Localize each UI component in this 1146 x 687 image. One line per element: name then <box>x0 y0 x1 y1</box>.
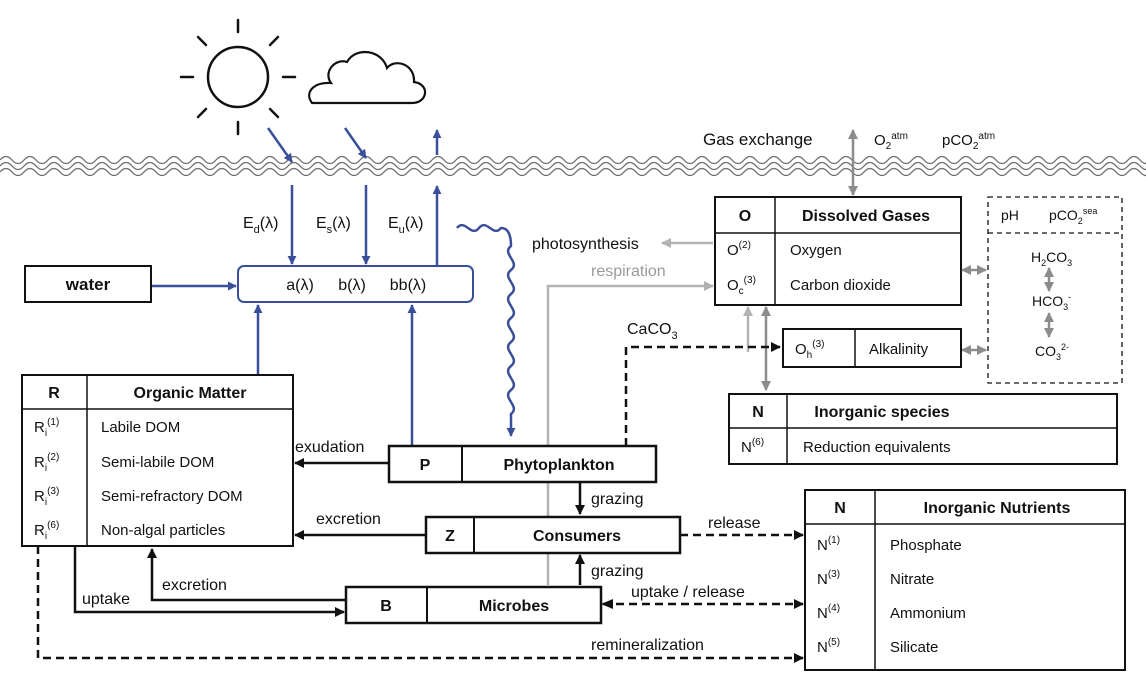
svg-text:Ri(2): Ri(2) <box>34 452 59 474</box>
uptake-label: uptake <box>82 591 130 608</box>
backscattering-label: bb(λ) <box>390 277 426 294</box>
scattering-label: b(λ) <box>338 277 366 294</box>
svg-text:H2CO3: H2CO3 <box>1031 249 1072 268</box>
respiration-arrow <box>546 281 714 585</box>
respiration-label: respiration <box>591 263 666 280</box>
svg-text:N: N <box>834 500 846 517</box>
svg-text:Phytoplankton: Phytoplankton <box>503 457 614 474</box>
phytoplankton-box: P Phytoplankton <box>387 444 658 484</box>
svg-text:Oc(3): Oc(3) <box>727 275 756 297</box>
svg-text:Ri(6): Ri(6) <box>34 520 59 542</box>
grazing-microbes-label: grazing <box>591 563 643 580</box>
organic-matter-table: R Organic Matter Ri(1) Labile DOM Ri(2) … <box>21 374 294 547</box>
excretion-microbes-arrow <box>147 548 346 602</box>
svg-text:Inorganic species: Inorganic species <box>814 404 949 421</box>
svg-text:Alkalinity: Alkalinity <box>869 341 929 358</box>
sea-surface-waves <box>0 155 1146 177</box>
carbonate-system-box: pH pCO2sea H2CO3 HCO3- CO32- <box>987 196 1123 384</box>
pco2-atm-label: pCO2atm <box>942 131 995 152</box>
svg-text:Oh(3): Oh(3) <box>795 339 824 361</box>
svg-text:Nitrate: Nitrate <box>890 571 934 588</box>
svg-text:O: O <box>739 208 751 225</box>
microbes-box: B Microbes <box>344 585 603 625</box>
light-labels: Ed(λ) Es(λ) Eu(λ) <box>243 215 423 236</box>
sun-icon <box>179 18 297 136</box>
svg-text:Es(λ): Es(λ) <box>316 215 351 236</box>
svg-text:Microbes: Microbes <box>479 598 549 615</box>
svg-text:Reduction equivalents: Reduction equivalents <box>803 439 951 456</box>
svg-text:Ammonium: Ammonium <box>890 605 966 622</box>
svg-text:HCO3-: HCO3- <box>1032 292 1071 312</box>
svg-text:Non-algal particles: Non-algal particles <box>101 522 225 539</box>
svg-text:O(2): O(2) <box>727 240 751 259</box>
dissolved-gases-table: O Dissolved Gases O(2) Oxygen Oc(3) Carb… <box>714 196 962 306</box>
gas-flux-arrows <box>743 265 987 391</box>
svg-text:pH: pH <box>1001 207 1019 223</box>
inorganic-species-table: N Inorganic species N(6) Reduction equiv… <box>728 393 1118 465</box>
svg-text:Phosphate: Phosphate <box>890 537 962 554</box>
release-label: release <box>708 515 761 532</box>
excretion-microbes-label: excretion <box>162 577 227 594</box>
svg-text:CO32-: CO32- <box>1035 342 1069 362</box>
svg-text:Z: Z <box>445 528 455 545</box>
inorganic-nutrients-table: N Inorganic Nutrients N(1) Phosphate N(3… <box>804 489 1126 671</box>
svg-text:Oxygen: Oxygen <box>790 242 842 259</box>
svg-text:Ri(3): Ri(3) <box>34 486 59 508</box>
water-box <box>24 265 152 303</box>
photosynthesis-label: photosynthesis <box>532 236 639 253</box>
svg-text:Carbon dioxide: Carbon dioxide <box>790 277 891 294</box>
svg-text:N(3): N(3) <box>817 569 840 588</box>
svg-text:B: B <box>380 598 392 615</box>
svg-text:pCO2sea: pCO2sea <box>1049 206 1097 226</box>
consumers-box: Z Consumers <box>424 515 682 555</box>
caco3-flux-arrow <box>624 342 781 446</box>
absorption-label: a(λ) <box>286 277 314 294</box>
light-penetration-wave <box>456 223 516 437</box>
svg-text:N(5): N(5) <box>817 637 840 656</box>
svg-text:Ri(1): Ri(1) <box>34 417 59 439</box>
water-label: water <box>65 275 111 294</box>
svg-text:Organic Matter: Organic Matter <box>134 385 247 402</box>
light-arrows <box>152 127 516 446</box>
svg-text:Dissolved Gases: Dissolved Gases <box>802 208 930 225</box>
svg-text:Ed(λ): Ed(λ) <box>243 215 278 236</box>
svg-text:Labile DOM: Labile DOM <box>101 419 180 436</box>
svg-text:Inorganic Nutrients: Inorganic Nutrients <box>924 500 1071 517</box>
svg-text:R: R <box>48 385 60 402</box>
svg-text:Semi-labile DOM: Semi-labile DOM <box>101 454 214 471</box>
excretion-consumers-label: excretion <box>316 511 381 528</box>
o2-atm-label: O2atm <box>874 131 908 152</box>
remineralization-arrow <box>36 546 804 663</box>
optical-properties-box <box>237 265 474 303</box>
svg-text:Silicate: Silicate <box>890 639 938 656</box>
svg-text:N(6): N(6) <box>741 437 764 456</box>
svg-text:N(4): N(4) <box>817 603 840 622</box>
alkalinity-box: Oh(3) Alkalinity <box>782 328 962 368</box>
caco3-label: CaCO3 <box>627 321 678 342</box>
gas-exchange-label: Gas exchange <box>703 130 813 149</box>
svg-text:N(1): N(1) <box>817 535 840 554</box>
svg-text:Consumers: Consumers <box>533 528 621 545</box>
svg-text:Eu(λ): Eu(λ) <box>388 215 423 236</box>
svg-text:N: N <box>752 404 764 421</box>
cloud-icon <box>308 51 427 105</box>
uptake-arrow <box>73 546 345 617</box>
svg-text:Semi-refractory DOM: Semi-refractory DOM <box>101 488 243 505</box>
remineralization-label: remineralization <box>591 637 704 654</box>
grazing-phyto-label: grazing <box>591 491 643 508</box>
svg-text:P: P <box>420 457 431 474</box>
exudation-label: exudation <box>295 439 364 456</box>
uptake-release-label: uptake / release <box>631 584 745 601</box>
